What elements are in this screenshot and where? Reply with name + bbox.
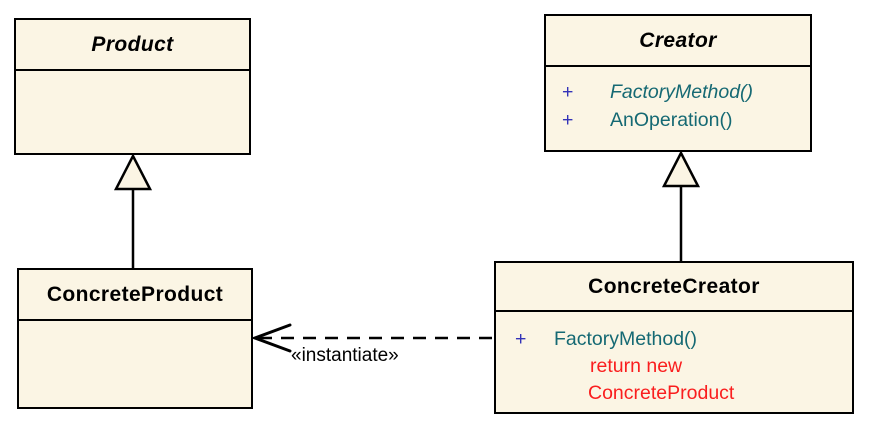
method-label: FactoryMethod() (554, 328, 698, 350)
annotation-return-new: return new (590, 355, 683, 377)
class-title-concretecreator: ConcreteCreator (496, 263, 852, 312)
class-name-product: Product (91, 32, 174, 56)
method-factorymethod-concrete[interactable]: + FactoryMethod() (515, 325, 852, 353)
method-label: FactoryMethod() (610, 81, 754, 103)
class-title-creator: Creator (546, 16, 810, 67)
class-box-concretecreator[interactable]: ConcreteCreator + FactoryMethod() return… (494, 261, 854, 414)
annotation-concreteproduct: ConcreteProduct (588, 382, 735, 404)
class-title-product: Product (16, 20, 249, 71)
class-body-concretecreator: + FactoryMethod() return new ConcretePro… (496, 312, 852, 407)
generalization-concretecreator-to-creator[interactable] (661, 150, 701, 261)
visibility-plus: + (515, 328, 527, 350)
class-body-creator: + FactoryMethod() + AnOperation() (546, 67, 810, 134)
class-name-creator: Creator (639, 28, 717, 52)
class-name-concretecreator: ConcreteCreator (588, 274, 760, 298)
visibility-plus: + (562, 109, 574, 131)
method-anoperation[interactable]: + AnOperation() (562, 106, 810, 134)
method-label: AnOperation() (610, 109, 733, 131)
class-box-concreteproduct[interactable]: ConcreteProduct (17, 268, 253, 409)
class-title-concreteproduct: ConcreteProduct (19, 270, 251, 321)
visibility-plus: + (562, 81, 574, 103)
class-name-concreteproduct: ConcreteProduct (46, 282, 224, 306)
instantiate-label: «instantiate» (291, 345, 399, 366)
class-box-creator[interactable]: Creator + FactoryMethod() + AnOperation(… (544, 14, 812, 152)
generalization-concreteproduct-to-product[interactable] (113, 153, 153, 268)
class-box-product[interactable]: Product (14, 18, 251, 155)
method-factorymethod-abstract[interactable]: + FactoryMethod() (562, 78, 810, 106)
